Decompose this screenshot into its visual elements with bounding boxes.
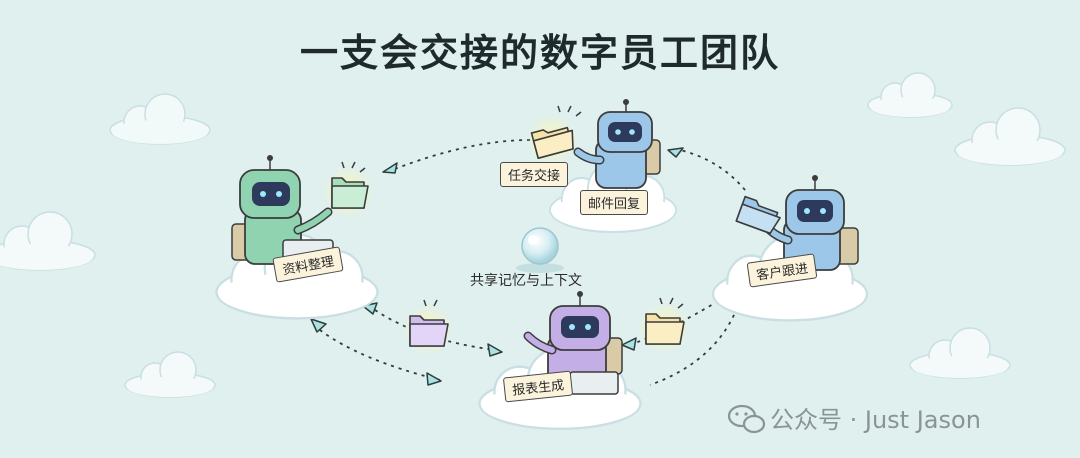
bg-cloud-bottomright — [909, 327, 1011, 379]
flow-bottom-to-left — [319, 329, 441, 381]
arrowhead-left-top — [382, 162, 398, 174]
bg-cloud-bottomleft — [124, 351, 216, 398]
flow-right-to-bottom — [649, 299, 741, 386]
label-task-handoff: 任务交接 — [500, 162, 569, 187]
bg-cloud-right — [954, 107, 1066, 166]
agent-right — [711, 175, 869, 322]
watermark: 公众号 · Just Jason — [770, 400, 981, 435]
bg-cloud-left — [0, 211, 96, 271]
flow-bottom-to-right — [629, 299, 721, 346]
floating-folder-bottomright — [638, 297, 690, 354]
page-title: 一支会交接的数字员工团队 — [299, 31, 780, 75]
agent-bottom — [478, 291, 642, 430]
bg-cloud-topleft — [109, 93, 211, 145]
watermark-text: 公众号 · Just Jason — [770, 406, 981, 434]
flow-right-to-top — [679, 149, 746, 191]
arrowhead-right-top — [426, 372, 442, 386]
floating-folder-bottomleft — [402, 299, 454, 356]
shared-memory-label: 共享记忆与上下文 — [470, 273, 582, 289]
flow-top-to-left — [391, 139, 531, 171]
memory-orb — [516, 227, 564, 273]
arrowhead-bottom-mid — [621, 337, 637, 351]
arrowhead-left-bottom — [310, 318, 327, 333]
agent-top — [526, 99, 677, 233]
arrowhead-top-right — [667, 147, 684, 158]
wechat-icon — [727, 404, 766, 434]
bg-cloud-topright — [867, 72, 953, 118]
label-email-reply: 邮件回复 — [580, 190, 649, 215]
arrowhead-bottom-left — [487, 343, 503, 357]
floating-folder-left — [322, 161, 374, 218]
